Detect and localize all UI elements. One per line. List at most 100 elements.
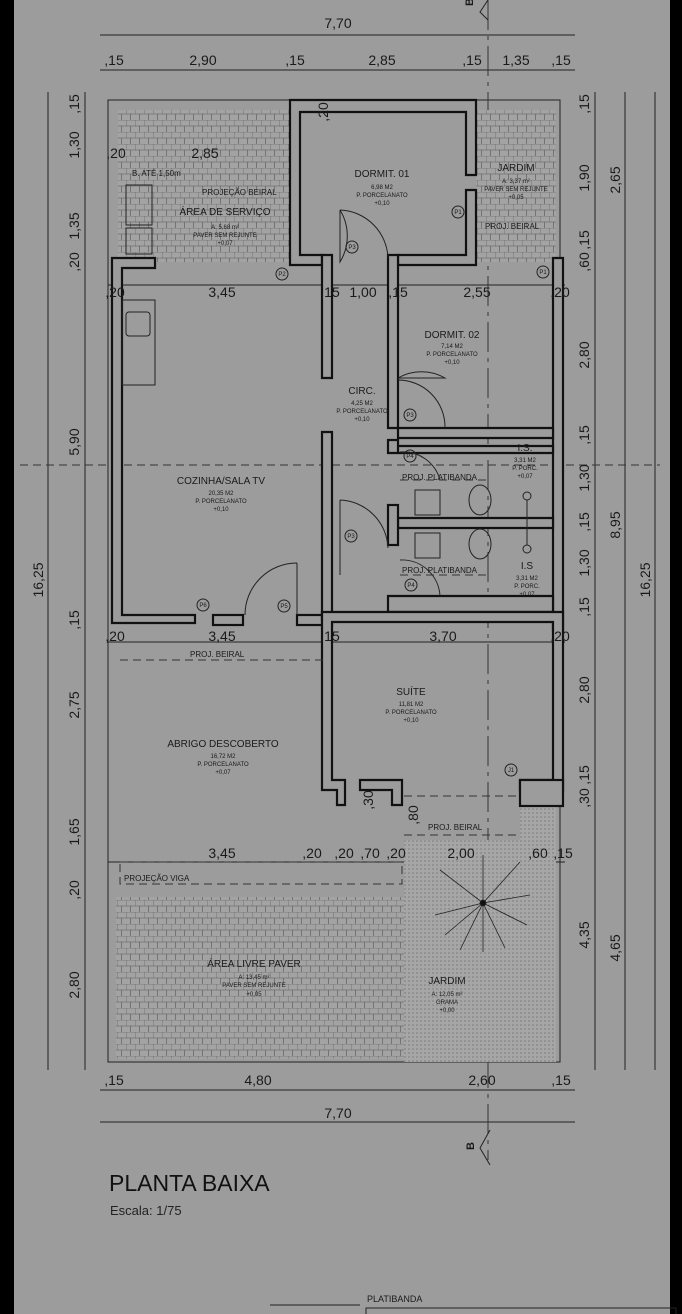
right-dimensions: 16,25 2,65 8,95 4,65 ,15 1,90 ,15 ,60 2,…: [576, 94, 653, 962]
dim-top-total: 7,70: [324, 15, 351, 31]
room-is-2: I.S 3,31 M2 P. PORC. +0,07: [514, 561, 540, 598]
dim-label: ,30: [576, 788, 592, 808]
dim-label: ,15: [285, 52, 305, 68]
tree-icon: [434, 855, 531, 952]
dim-label: 3,45: [208, 845, 235, 861]
dim-label: 1,35: [66, 212, 82, 239]
section-marker-top: B: [464, 0, 489, 21]
room-floor: PAVER SEM REJUNTE: [193, 233, 256, 239]
kitchen-sink-icon: [125, 311, 151, 337]
room-floor: P. PORC.: [514, 584, 540, 590]
room-name: JARDIM: [497, 163, 534, 174]
note-bancada: B. ATÉ 1,50m: [132, 169, 181, 178]
dim-label: ,15: [576, 425, 592, 445]
dim-label: ,15: [551, 1072, 571, 1088]
note-proj-beiral: PROJEÇÃO BEIRAL: [202, 188, 277, 197]
dim-label: 8,95: [607, 511, 623, 538]
bottom-dimensions: ,15 4,80 2,60 ,15 7,70: [104, 1072, 571, 1121]
tag-p3: P3: [348, 245, 356, 251]
room-floor: P. PORCELANATO: [356, 193, 408, 199]
dim-label: ,20: [105, 284, 125, 300]
dim-label: 2,80: [576, 676, 592, 703]
dim-label: 4,65: [607, 934, 623, 961]
dim-label: ,15: [576, 597, 592, 617]
room-cozinha-sala: COZINHA/SALA TV 20,35 M2 P. PORCELANATO …: [177, 476, 266, 513]
dim-label: ,20: [66, 252, 82, 272]
dim-label: ,15: [66, 94, 82, 114]
room-area: 16,72 M2: [210, 754, 236, 760]
room-suite: SUÍTE 11,81 M2 P. PORCELANATO +0,10: [385, 685, 437, 724]
room-level: +0,05: [246, 992, 262, 998]
toilet-icon: [468, 528, 492, 560]
left-dimensions: 16,25 ,15 1,30 1,35 ,20 5,90 ,15 2,75 1,…: [30, 94, 82, 999]
projection-lines: [119, 479, 520, 885]
room-name: I.S: [521, 561, 534, 572]
platibanda-outline: [365, 1307, 677, 1314]
room-area: 7,14 M2: [441, 344, 463, 350]
room-is-1: I.S. 3,31 M2 P. PORC. +0,07: [512, 443, 538, 480]
note-proj-platibanda: PROJ. PLATIBANDA: [402, 473, 478, 482]
dim-label: ,15: [576, 230, 592, 250]
room-level: +0,10: [403, 718, 419, 724]
dim-label: ,15: [576, 512, 592, 532]
annotation-notes: B. ATÉ 1,50m PROJEÇÃO BEIRAL PROJ. BEIRA…: [124, 169, 540, 883]
note-proj-beiral: PROJ. BEIRAL: [190, 650, 245, 659]
room-name: DORMIT. 02: [424, 330, 479, 341]
tag-p3: P3: [347, 534, 355, 540]
dim-label: ,15: [320, 284, 340, 300]
room-floor: P. PORCELANATO: [336, 409, 388, 415]
dim-label: ,15: [104, 1072, 124, 1088]
dim-label: 2,85: [191, 145, 218, 161]
dim-label: 4,35: [576, 921, 592, 948]
dim-label: ,60: [576, 252, 592, 272]
note-projecao-viga: PROJEÇÃO VIGA: [124, 874, 190, 883]
room-level: +0,07: [519, 592, 535, 598]
dim-label: 2,65: [607, 166, 623, 193]
dim-label: 1,65: [66, 818, 82, 845]
tag-p1: P1: [454, 210, 462, 216]
section-label: B: [464, 0, 476, 6]
washing-machine-icon: [125, 227, 153, 255]
room-name: I.S.: [517, 443, 532, 454]
dim-label: ,15: [576, 94, 592, 114]
room-floor: PAVER SEM REJUNTE: [222, 983, 285, 989]
dim-label: 1,90: [576, 164, 592, 191]
laundry-tank-icon: [125, 184, 153, 226]
room-name: ABRIGO DESCOBERTO: [167, 739, 279, 750]
dim-label: 2,80: [66, 971, 82, 998]
interior-dimensions: ,20 3,45 ,15 1,00 ,15 2,55 ,20 ,20 3,45 …: [105, 102, 573, 861]
dim-label: ,15: [66, 610, 82, 630]
room-level: +0,10: [374, 201, 390, 207]
dim-label: 2,85: [368, 52, 395, 68]
room-name: ÁREA LIVRE PAVER: [207, 957, 301, 970]
room-area: 6,98 M2: [371, 185, 393, 191]
dim-label: ,20: [315, 102, 331, 122]
bathroom-sink-icon: [414, 489, 441, 516]
dim-label: ,15: [551, 52, 571, 68]
room-area: 3,31 M2: [514, 458, 536, 464]
room-name: ÁREA DE SERVIÇO: [180, 205, 271, 218]
room-labels: ÁREA DE SERVIÇO A: 5,68 m² PAVER SEM REJ…: [167, 163, 547, 1014]
room-jardim-top: JARDIM A: 3,37 m² PAVER SEM REJUNTE +0,0…: [484, 163, 547, 201]
room-area: 3,31 M2: [516, 576, 538, 582]
room-floor: P. PORCELANATO: [426, 352, 478, 358]
room-name: JARDIM: [428, 976, 465, 987]
garden-grass: [404, 840, 556, 1062]
dim-label: 2,55: [463, 284, 490, 300]
room-level: +0,00: [439, 1008, 455, 1014]
section-label: B: [465, 1142, 477, 1150]
tag-p5: P5: [280, 604, 288, 610]
room-floor: P. PORCELANATO: [385, 710, 437, 716]
dim-label: 4,80: [244, 1072, 271, 1088]
room-level: +0,10: [354, 417, 370, 423]
room-dormit-01: DORMIT. 01 6,98 M2 P. PORCELANATO +0,10: [354, 169, 409, 207]
room-level: +0,07: [217, 241, 233, 247]
shower-icon: [522, 544, 532, 554]
room-area: A: 12,05 m²: [431, 992, 462, 998]
dim-label: ,80: [405, 805, 421, 825]
room-level: +0,07: [517, 474, 533, 480]
dim-label: 3,70: [429, 628, 456, 644]
dim-label: ,20: [302, 845, 322, 861]
room-floor: P. PORCELANATO: [195, 499, 247, 505]
dim-label: ,15: [462, 52, 482, 68]
